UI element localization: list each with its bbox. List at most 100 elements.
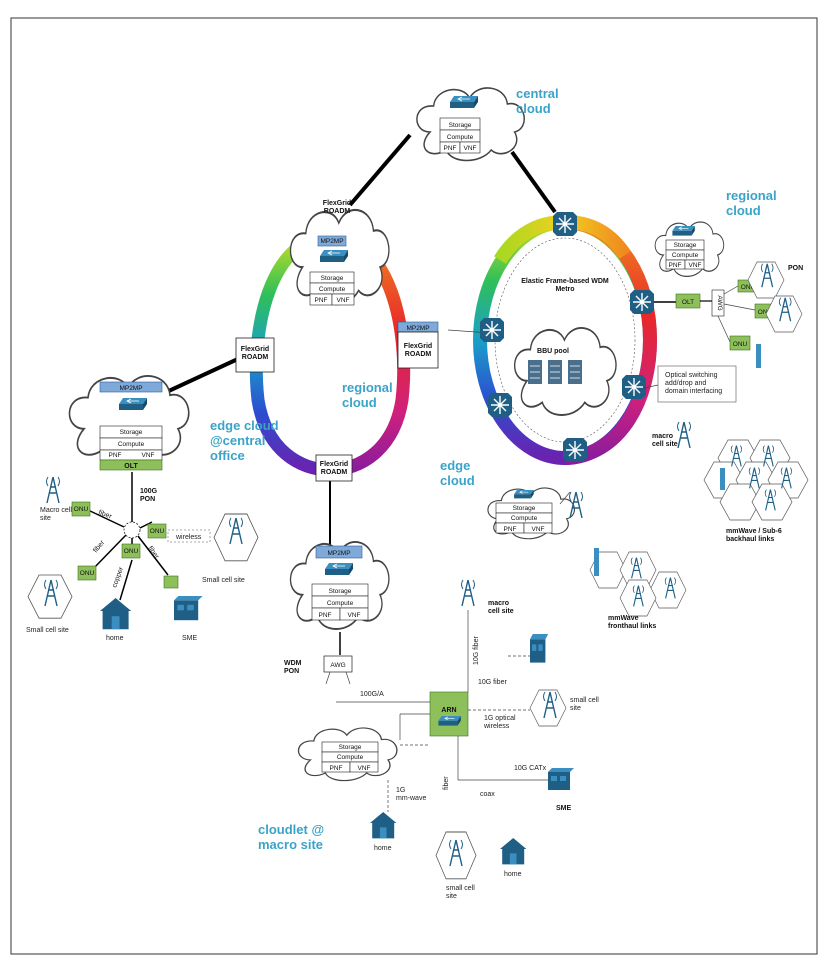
edge-right-compute: Compute bbox=[511, 515, 538, 522]
bbu-pool-label: BBU pool bbox=[537, 348, 569, 355]
ga-100g-label: 100G/A bbox=[360, 691, 384, 698]
cloudlet-compute: Compute bbox=[337, 754, 364, 761]
sme-icon-left bbox=[174, 596, 203, 621]
regional-roadm-cloud: MP2MP Storage Compute PNF VNF bbox=[289, 208, 390, 306]
small-cell-site-left: Small cell site bbox=[26, 627, 69, 634]
top-compute: Compute bbox=[319, 286, 346, 293]
home-icon-bottom bbox=[500, 838, 527, 865]
fiber-10g-vertical: 10G fiber bbox=[473, 636, 480, 665]
edge-cloud-right: Storage Compute PNF VNF bbox=[487, 487, 576, 540]
awg-lower: AWG bbox=[330, 662, 345, 669]
arn-label: ARN bbox=[441, 707, 456, 714]
backhaul-hex-cluster bbox=[703, 439, 809, 521]
cloudlet-cloud: Storage Compute PNF VNF bbox=[297, 727, 398, 782]
coax-label: coax bbox=[480, 791, 495, 798]
cloudlet-vnf: VNF bbox=[358, 765, 371, 772]
page-frame bbox=[10, 17, 818, 955]
onu-3: ONU bbox=[124, 548, 139, 555]
router-top bbox=[552, 211, 578, 237]
fiber-10g-label: 10G fiber bbox=[478, 679, 507, 686]
mp2mp-edge: MP2MP bbox=[119, 385, 142, 392]
awg-right: AWG bbox=[716, 295, 723, 310]
macro-cell-tower-left bbox=[45, 476, 61, 504]
olt-right: OLT bbox=[682, 299, 694, 306]
home-icon-cloudlet bbox=[370, 812, 397, 839]
fiber-label-1: fiber bbox=[97, 509, 113, 520]
onu-right-2: ONU bbox=[758, 309, 773, 316]
regional-right-compute: Compute bbox=[672, 252, 699, 259]
router-right-upper bbox=[629, 289, 655, 315]
router-bottom bbox=[562, 437, 588, 463]
edge-cloud-left: MP2MP Storage Compute PNF VNF OLT bbox=[68, 375, 190, 471]
fiber-label-3: fiber bbox=[146, 545, 160, 561]
edge-storage: Storage bbox=[120, 429, 143, 436]
central-cloud: Storage Compute PNF VNF bbox=[416, 87, 526, 162]
edge-right-pnf: PNF bbox=[504, 526, 517, 533]
central-storage: Storage bbox=[449, 122, 472, 129]
edge-pnf: PNF bbox=[109, 452, 122, 459]
sme-label-left: SME bbox=[182, 635, 198, 642]
small-cell-site-center: Small cell site bbox=[202, 577, 245, 584]
onu-2: ONU bbox=[80, 570, 95, 577]
regional-right-pnf: PNF bbox=[669, 262, 682, 269]
onu-1: ONU bbox=[74, 506, 89, 513]
top-pnf: PNF bbox=[315, 297, 328, 304]
lower-pnf: PNF bbox=[319, 612, 332, 619]
edge-right-storage: Storage bbox=[513, 505, 536, 512]
cloudlet-title: cloudlet @macro site bbox=[258, 822, 324, 852]
sme-label-lower: SME bbox=[556, 805, 572, 812]
catx-10g-label: 10G CATx bbox=[514, 765, 547, 772]
olt-edge: OLT bbox=[124, 463, 138, 470]
sme-icon-lower bbox=[548, 768, 574, 790]
router-right-lower bbox=[621, 374, 647, 400]
router-left-lower bbox=[487, 392, 513, 418]
home-label-bottom: home bbox=[504, 871, 522, 878]
fiber-label-2: fiber bbox=[92, 539, 107, 554]
building-right bbox=[530, 634, 549, 663]
cloudlet-storage: Storage bbox=[339, 744, 362, 751]
mp2mp-top: MP2MP bbox=[320, 238, 343, 245]
wireless-label: wireless bbox=[175, 534, 202, 541]
central-vnf: VNF bbox=[464, 145, 477, 152]
macro-cell-tower-lower bbox=[460, 579, 476, 607]
mp2mp-lower: MP2MP bbox=[327, 550, 350, 557]
edge-vnf: VNF bbox=[142, 452, 155, 459]
home-icon-left bbox=[100, 598, 132, 630]
link-central-left bbox=[348, 133, 412, 207]
top-vnf: VNF bbox=[337, 297, 350, 304]
onu-right-1: ONU bbox=[741, 284, 756, 291]
link-central-right bbox=[510, 150, 557, 214]
lower-compute: Compute bbox=[327, 600, 354, 607]
lower-storage: Storage bbox=[329, 588, 352, 595]
link-edge-roadm bbox=[159, 356, 241, 397]
edge-right-vnf: VNF bbox=[532, 526, 545, 533]
edge-compute: Compute bbox=[118, 441, 145, 448]
copper-label: copper bbox=[111, 566, 125, 589]
central-compute: Compute bbox=[447, 134, 474, 141]
arn-box bbox=[429, 691, 469, 737]
bbu-pool bbox=[513, 327, 617, 416]
regional-right-storage: Storage bbox=[674, 242, 697, 249]
central-pnf: PNF bbox=[444, 145, 457, 152]
router-left-upper bbox=[479, 317, 505, 343]
lower-vnf: VNF bbox=[348, 612, 361, 619]
wdm-pon-cloud: MP2MP Storage Compute PNF VNF bbox=[289, 541, 390, 630]
